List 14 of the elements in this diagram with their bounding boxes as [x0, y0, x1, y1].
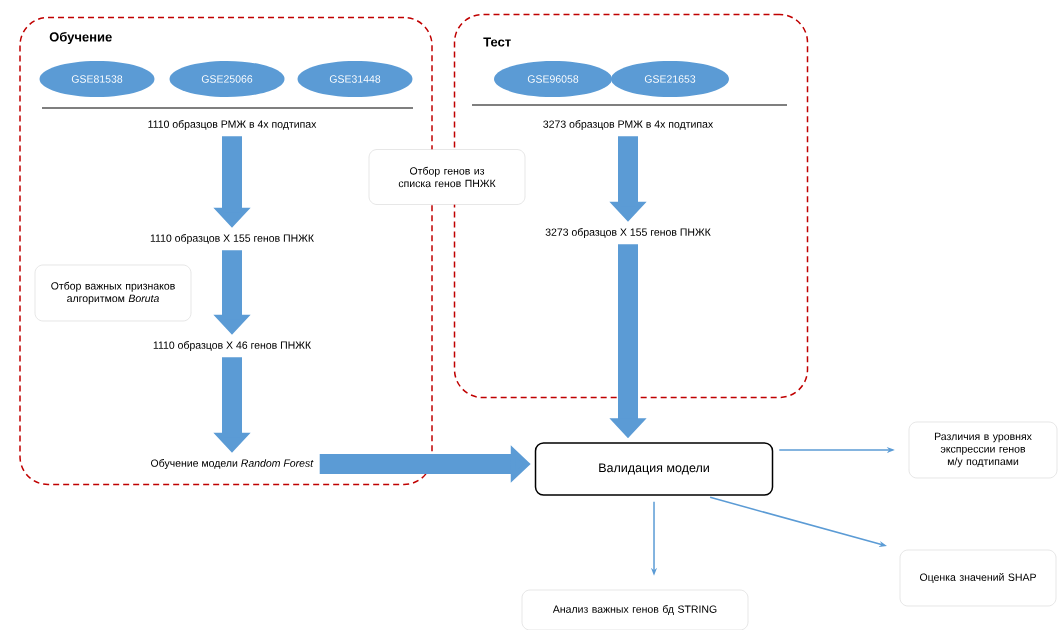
- group-heading: Обучение: [49, 31, 112, 45]
- note-box: Оценка значений SHAP: [899, 549, 1057, 607]
- note-box: Отбор важных признаков алгоритмом Boruta: [34, 264, 192, 322]
- note-box: Отбор генов из списка генов ПНЖК: [368, 149, 526, 205]
- step-text: 3273 образцов РМЖ в 4х подтипах: [540, 118, 716, 132]
- step-text: 3273 образцов X 155 генов ПНЖК: [543, 226, 713, 240]
- group-heading: Тест: [483, 37, 511, 47]
- step-text: 1110 образцов X 46 генов ПНЖК: [150, 339, 314, 353]
- note-box: Анализ важных генов бд STRING: [521, 589, 749, 630]
- note-box: Различия в уровнях экспрессии генов м/у подтипами: [908, 421, 1058, 479]
- step-text: 1110 образцов X 155 генов ПНЖК: [148, 232, 317, 246]
- step-text: 1110 образцов РМЖ в 4х подтипах: [145, 118, 319, 132]
- process-box: Валидация модели: [534, 442, 774, 496]
- step-text: Обучение модели Random Forest: [148, 457, 316, 471]
